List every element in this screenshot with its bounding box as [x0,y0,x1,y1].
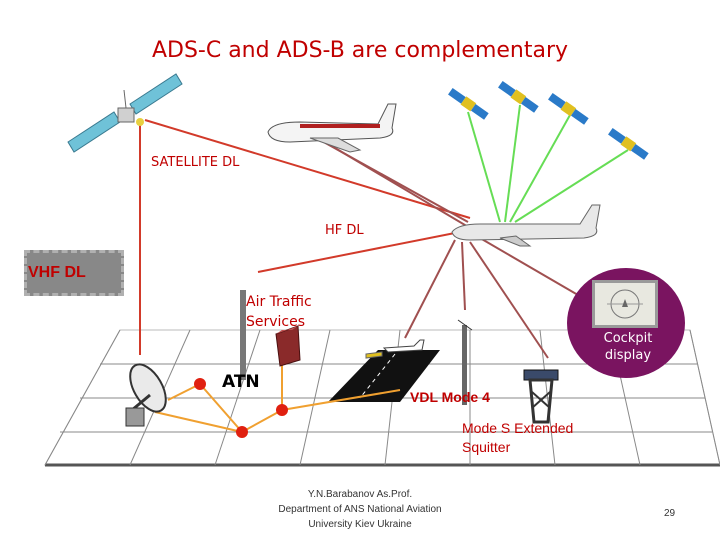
atn-nodes [194,378,288,438]
vhf-dl-label: VHF DL [28,264,86,281]
ats-label-line1: Air Traffic [246,294,312,310]
airliner-icon [267,103,397,153]
footer-credits: Y.N.Barabanov As.Prof. Department of ANS… [260,487,460,532]
control-tower-icon [240,290,301,380]
footer-line1: Y.N.Barabanov As.Prof. [307,489,413,500]
hf-link [257,229,471,273]
mode-s-label-line1: Mode S Extended [462,420,574,436]
footer-line3: University Kiev Ukraine [308,519,412,530]
hf-dl-label: HF DL [325,223,364,238]
ground-dish-icon [125,363,167,427]
gnss-satellite-icon [448,80,649,160]
atn-label: ATN [222,372,260,392]
geo-satellite-icon [67,73,183,153]
cockpit-display-icon [592,280,658,328]
airliner-icon [451,204,601,247]
page-title: ADS-C and ADS-B are complementary [151,38,569,63]
runway [328,350,440,402]
vdl-mode4-label: VDL Mode 4 [410,389,490,405]
atn-network [154,360,401,433]
mode-s-label: Mode S Extended Squitter [462,419,573,457]
footer-line2: Department of ANS National Aviation [278,504,442,515]
satellite-link [144,119,471,219]
satellite-dl-label: SATELLITE DL [151,155,240,170]
airliner-icon [365,339,425,359]
cockpit-label-line1: Cockpit [603,331,653,346]
cockpit-label-line2: display [604,348,652,363]
page-number: 29 [664,508,676,519]
radar-mast-icon [457,319,559,424]
datalinks [139,104,629,359]
ats-label-line2: Services [246,314,306,330]
air-traffic-services-label: Air Traffic Services [246,292,312,332]
vhf-dl-box [24,250,124,296]
mode-s-label-line2: Squitter [462,439,511,455]
cockpit-display-label: Cockpit display [588,330,668,364]
